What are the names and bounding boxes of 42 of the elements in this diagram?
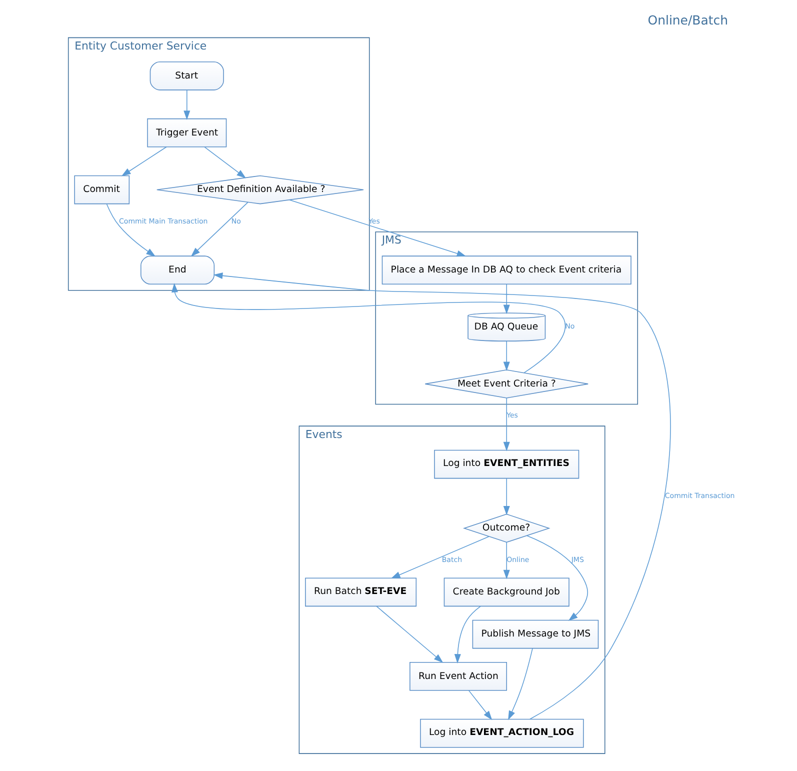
node-box: Log into EVENT_ENTITIES — [434, 450, 579, 479]
node-box: Commit — [74, 175, 130, 204]
node-diamond: Event Definition Available ? — [156, 175, 364, 204]
arrow — [526, 535, 588, 621]
node-box: Trigger Event — [146, 118, 226, 148]
arrow — [508, 648, 532, 720]
node-box: End — [140, 256, 214, 285]
arrow — [190, 202, 248, 257]
edge-label: JMS — [570, 554, 584, 564]
node-diamond: Outcome? — [462, 514, 550, 543]
edge-label: Online — [506, 554, 529, 564]
node-diamond: Meet Event Criteria ? — [424, 370, 588, 398]
edge-label: No — [564, 322, 574, 331]
node-box: Run Batch SET-EVE — [304, 578, 416, 607]
arrow — [502, 284, 510, 314]
arrow — [502, 340, 510, 372]
arrow — [376, 606, 443, 663]
arrow — [502, 542, 510, 580]
edge-label: Batch — [441, 554, 462, 564]
arrow — [502, 398, 510, 452]
arrow — [106, 204, 156, 257]
arrow — [502, 478, 510, 516]
node-box: Create Background Job — [443, 578, 569, 607]
arrow — [212, 272, 670, 720]
arrow — [454, 606, 480, 664]
diagram-title: Online/Batch — [647, 12, 728, 28]
edge-label: Commit Transaction — [664, 490, 734, 500]
node-box: Place a Message In DB AQ to check Event criteria — [381, 256, 631, 285]
edge-label: Commit Main Transaction — [118, 216, 208, 226]
arrow — [390, 536, 489, 578]
arrow — [120, 146, 166, 176]
arrow — [204, 146, 246, 178]
arrow — [288, 200, 466, 257]
node-box: Start — [149, 61, 224, 90]
node-box: Log into EVENT_ACTION_LOG — [420, 718, 584, 748]
arrow — [183, 90, 190, 120]
arrow — [170, 282, 565, 374]
edge-label: Yes — [506, 410, 518, 420]
node-box: Publish Message to JMS — [472, 620, 598, 649]
node-box: Run Event Action — [409, 662, 506, 691]
edge-label: No — [230, 216, 240, 226]
arrow — [468, 690, 492, 720]
